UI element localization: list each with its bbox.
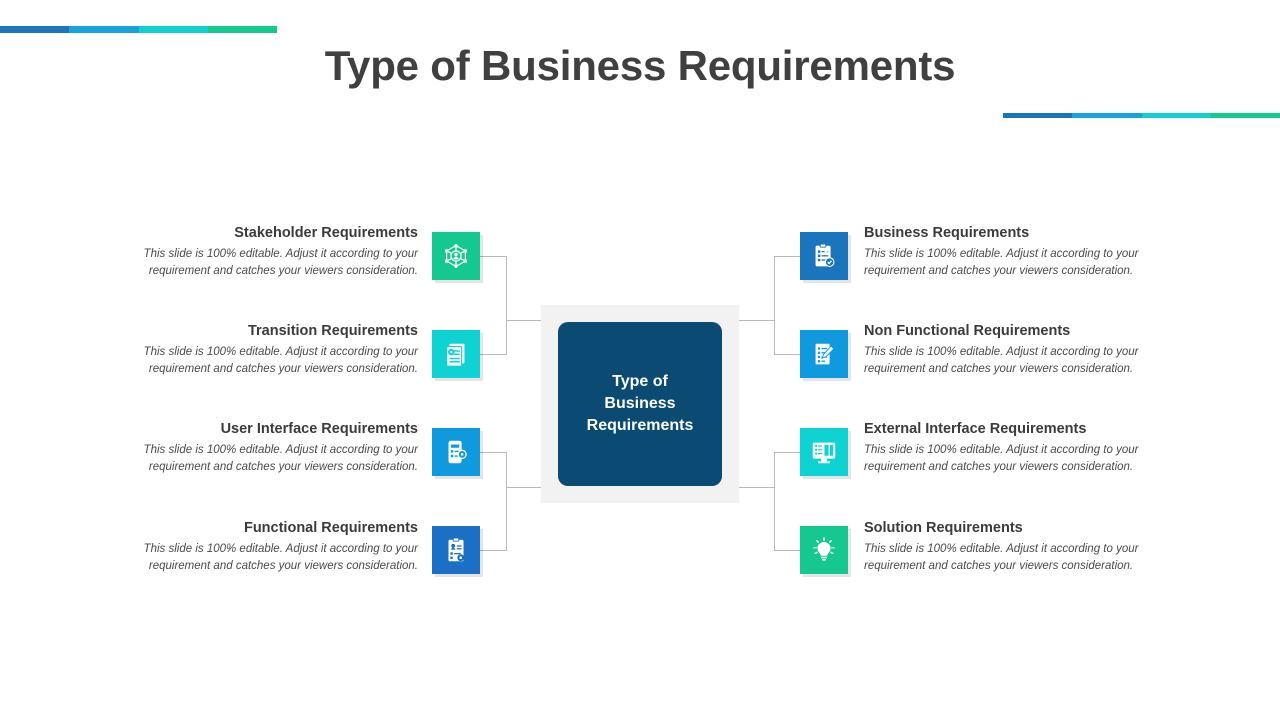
item-body: This slide is 100% editable. Adjust it a… — [864, 444, 1139, 473]
stakeholder-network-icon — [441, 241, 471, 271]
connector-right-trunk-top — [774, 256, 775, 355]
connector-right-3-h — [774, 452, 801, 453]
item-body: This slide is 100% editable. Adjust it a… — [143, 444, 418, 473]
gradient-segment-4 — [1210, 113, 1280, 118]
item-title: Solution Requirements — [864, 520, 1023, 536]
connector-left-2-h — [480, 354, 507, 355]
gradient-bar-top-right — [1003, 113, 1280, 118]
monitor-interface-icon — [809, 437, 839, 467]
connector-right-1-h — [774, 256, 801, 257]
connector-left-trunk-top — [506, 256, 507, 355]
icon-tile-functional-requirements[interactable] — [432, 526, 480, 574]
lightbulb-idea-icon — [809, 535, 839, 565]
connector-right-2-h — [774, 354, 801, 355]
list-item[interactable]: Stakeholder Requirements This slide is 1… — [142, 224, 418, 280]
icon-tile-stakeholder-requirements[interactable] — [432, 232, 480, 280]
item-title: Transition Requirements — [247, 323, 418, 339]
item-body: This slide is 100% editable. Adjust it a… — [864, 543, 1139, 572]
list-item[interactable]: Transition Requirements This slide is 10… — [142, 322, 418, 378]
gradient-segment-1 — [0, 26, 70, 33]
connector-left-1-h — [480, 256, 507, 257]
list-item[interactable]: Functional Requirements This slide is 10… — [142, 519, 418, 575]
icon-tile-solution-requirements[interactable] — [800, 526, 848, 574]
item-title: Functional Requirements — [243, 520, 418, 536]
mobile-settings-icon — [441, 437, 471, 467]
connector-right-4-h — [774, 550, 801, 551]
connector-left-3-h — [480, 452, 507, 453]
icon-tile-user-interface-requirements[interactable] — [432, 428, 480, 476]
item-title: Non Functional Requirements — [864, 323, 1071, 339]
item-body: This slide is 100% editable. Adjust it a… — [864, 346, 1139, 375]
item-body: This slide is 100% editable. Adjust it a… — [143, 248, 418, 277]
item-body: This slide is 100% editable. Adjust it a… — [143, 543, 418, 572]
clipboard-people-icon — [441, 535, 471, 565]
item-body: This slide is 100% editable. Adjust it a… — [864, 248, 1139, 277]
item-title: Business Requirements — [864, 225, 1030, 241]
page-title: Type of Business Requirements — [324, 42, 956, 89]
item-title: External Interface Requirements — [864, 421, 1087, 437]
gradient-segment-3 — [138, 26, 208, 33]
center-node[interactable]: Type of Business Requirements — [558, 322, 722, 486]
list-item[interactable]: User Interface Requirements This slide i… — [142, 420, 418, 476]
gradient-segment-2 — [69, 26, 139, 33]
connector-right-trunk-bottom — [774, 452, 775, 551]
icon-tile-transition-requirements[interactable] — [432, 330, 480, 378]
connector-left-center-top — [506, 320, 542, 321]
gradient-segment-2 — [1072, 113, 1142, 118]
item-title: User Interface Requirements — [220, 421, 418, 437]
clipboard-check-icon — [809, 241, 839, 271]
icon-tile-external-interface-requirements[interactable] — [800, 428, 848, 476]
center-node-label: Type of Business Requirements — [586, 373, 694, 434]
gradient-segment-4 — [207, 26, 277, 33]
gradient-segment-3 — [1141, 113, 1211, 118]
item-title: Stakeholder Requirements — [234, 225, 418, 241]
connector-right-center-top — [739, 320, 775, 321]
connector-left-trunk-bottom — [506, 452, 507, 551]
item-body: This slide is 100% editable. Adjust it a… — [143, 346, 418, 375]
gradient-bar-top-left — [0, 26, 277, 33]
list-item[interactable]: Solution Requirements This slide is 100%… — [864, 519, 1140, 575]
icon-tile-business-requirements[interactable] — [800, 232, 848, 280]
list-item[interactable]: Non Functional Requirements This slide i… — [864, 322, 1140, 378]
icon-tile-non-functional-requirements[interactable] — [800, 330, 848, 378]
gradient-segment-1 — [1003, 113, 1073, 118]
connector-right-center-bottom — [739, 487, 775, 488]
list-item[interactable]: Business Requirements This slide is 100%… — [864, 224, 1140, 280]
document-pen-icon — [809, 339, 839, 369]
list-item[interactable]: External Interface Requirements This sli… — [864, 420, 1140, 476]
document-gear-icon — [441, 339, 471, 369]
connector-left-center-bottom — [506, 487, 542, 488]
connector-left-4-h — [480, 550, 507, 551]
